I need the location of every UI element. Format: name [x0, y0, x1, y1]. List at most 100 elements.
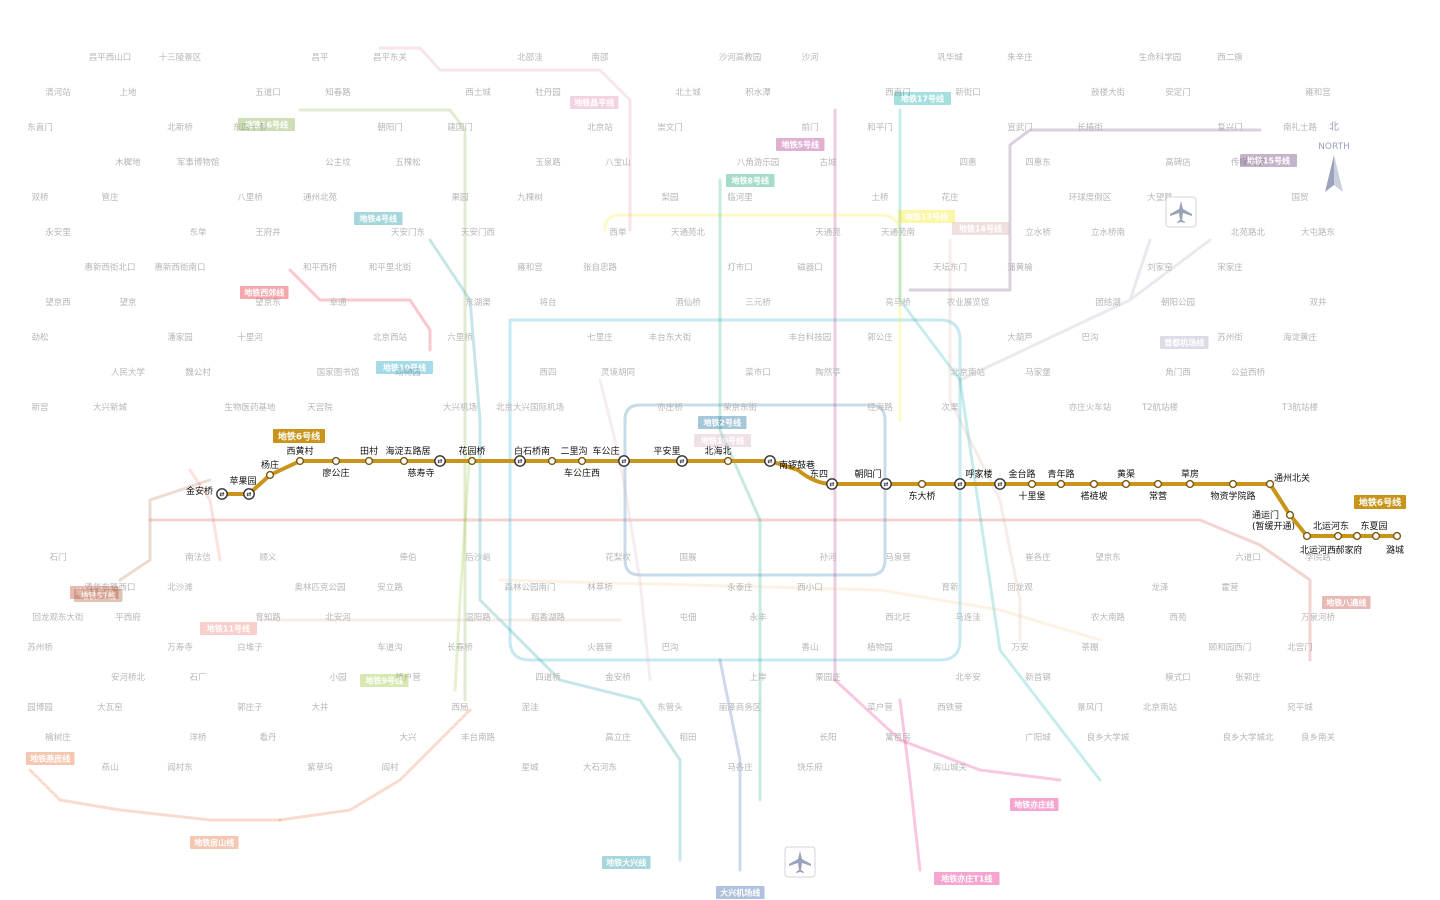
line-badge[interactable]: 地铁燕房线: [26, 752, 75, 765]
line-badge[interactable]: 地铁1号线: [70, 586, 119, 599]
line-badge[interactable]: 大兴机场线: [716, 886, 765, 899]
line-badge-label: 地铁2号线: [703, 418, 741, 428]
line-badge[interactable]: 地铁17号线: [894, 92, 951, 105]
station[interactable]: ⇄慈寿寺: [407, 455, 446, 479]
station-label: 十里堡: [1018, 490, 1045, 502]
line-badge[interactable]: 地铁5号线: [776, 138, 825, 151]
line-badge[interactable]: 地铁S1线: [74, 589, 123, 602]
station-label: 东四: [810, 468, 828, 480]
line-badge[interactable]: 地铁16号线: [238, 118, 295, 131]
station[interactable]: ⇄东四: [810, 468, 838, 490]
bg-station-label: 万泉河桥: [1301, 612, 1336, 623]
station[interactable]: 二里沟: [547, 445, 588, 466]
station[interactable]: ⇄平安里: [653, 445, 688, 467]
station[interactable]: 廖公庄: [322, 456, 350, 479]
station[interactable]: ⇄呼家楼: [954, 468, 993, 490]
bg-line-yanfang: [28, 768, 282, 822]
station[interactable]: ⇄金安桥: [186, 485, 228, 500]
bg-station-label: 复兴门: [1217, 122, 1243, 133]
line-badge[interactable]: 地铁10号线: [376, 361, 433, 374]
station[interactable]: 东夏园: [1360, 520, 1388, 541]
bg-station-label: 积水潭: [745, 87, 771, 98]
station-marker: [1392, 531, 1402, 541]
line-6-badge-west[interactable]: 地铁6号线: [273, 429, 325, 443]
station[interactable]: 海淀五路居: [385, 445, 431, 466]
station[interactable]: 北海北: [704, 445, 733, 466]
station[interactable]: 车公庄西: [564, 456, 600, 479]
station[interactable]: ⇄朝阳门: [854, 468, 892, 490]
bg-station-label: 惠新西街北口: [84, 262, 135, 273]
bg-station-label: 国展: [679, 553, 697, 563]
station[interactable]: 通州北关: [1265, 472, 1310, 489]
station[interactable]: 草房: [1181, 468, 1199, 489]
station[interactable]: 物资学院路: [1210, 479, 1256, 502]
station[interactable]: 青年路: [1047, 468, 1075, 489]
bg-station-label: 北京南站: [951, 367, 986, 378]
station[interactable]: ⇄苹果园: [229, 475, 257, 500]
line-badge[interactable]: 地铁亦庄T1线: [934, 872, 1000, 885]
bg-line-daxing-airport: [718, 658, 742, 872]
bg-station-label: 郭庄子: [237, 702, 263, 713]
line-badge[interactable]: 首都机场线: [1160, 336, 1209, 349]
line-badge[interactable]: 地铁14号线: [952, 222, 1009, 235]
station[interactable]: 田村: [360, 445, 378, 466]
bg-station-label: 惠新西街南口: [154, 262, 205, 273]
bg-station-label: 燕山: [101, 762, 118, 773]
line-badge-label: 地铁亦庄线: [1014, 800, 1054, 810]
line-badge[interactable]: 地铁2号线: [698, 416, 747, 429]
line-badge[interactable]: 地铁4号线: [354, 212, 403, 225]
bg-line-10: [508, 318, 962, 662]
bg-station-label: 马家堡: [1025, 367, 1051, 378]
bg-station-label: 金安桥: [605, 672, 631, 683]
station-label: 西黄村: [286, 445, 313, 457]
station[interactable]: 北运河东: [1313, 520, 1349, 541]
bg-station-label: 孙河: [819, 552, 837, 563]
line-badge[interactable]: 地铁昌平线: [570, 96, 619, 109]
line-badge[interactable]: 地铁八通线: [1322, 596, 1371, 609]
line-badge[interactable]: 地铁9号线: [360, 674, 409, 687]
station[interactable]: 褡裢坡: [1080, 479, 1108, 502]
station-marker: [1265, 479, 1275, 489]
station[interactable]: ⇄南锣鼓巷: [764, 455, 815, 471]
line-badge[interactable]: 地铁11号线: [200, 622, 257, 635]
station[interactable]: 常营: [1149, 479, 1167, 502]
line-badge[interactable]: 地铁大兴线: [602, 856, 651, 869]
station[interactable]: 郝家府: [1335, 531, 1363, 556]
station[interactable]: 杨庄: [261, 459, 279, 480]
bg-station-label: 九棵树: [517, 192, 543, 203]
station[interactable]: 西黄村: [286, 445, 314, 466]
bg-station-label: 丰台东大街: [649, 332, 692, 343]
station[interactable]: ⇄白石桥南: [514, 445, 550, 467]
line-badge[interactable]: 地铁15号线: [1240, 154, 1297, 167]
station-label: 通运门: [1252, 509, 1279, 521]
line-6-badge-east[interactable]: 地铁6号线: [1354, 495, 1406, 509]
line-badge[interactable]: 地铁13号线: [898, 210, 955, 223]
bg-station-label: 张郭庄: [1235, 672, 1261, 683]
station[interactable]: ⇄车公庄: [592, 445, 630, 467]
station[interactable]: 潞城: [1386, 531, 1404, 556]
line-badge[interactable]: 地铁房山线: [190, 836, 239, 849]
station[interactable]: 通运门(暂缓开通): [1252, 509, 1295, 532]
station[interactable]: ⇄金台路: [994, 468, 1036, 490]
line-badge[interactable]: 地铁亦庄线: [1010, 798, 1059, 811]
station[interactable]: 东大桥: [908, 479, 936, 502]
bg-station-label: 崔各庄: [1025, 552, 1051, 563]
bg-station-label: 长阳: [819, 732, 836, 743]
bg-station-label: 森林公园南门: [504, 582, 555, 593]
line-badge[interactable]: 地铁19号线: [694, 434, 751, 447]
station[interactable]: 花园桥: [458, 445, 486, 466]
transfer-station-marker: [954, 478, 966, 490]
line-badge[interactable]: 地铁西郊线: [240, 286, 289, 299]
station[interactable]: 十里堡: [1018, 479, 1046, 502]
bg-station-label: 植物园: [867, 642, 893, 653]
bg-station-label: 新首钢: [1025, 672, 1051, 683]
line-badge[interactable]: 地铁8号线: [726, 174, 775, 187]
bg-station-label: 北邵洼: [517, 52, 543, 63]
bg-station-label: 榆树庄: [45, 732, 71, 743]
station[interactable]: 北运河西: [1300, 531, 1336, 556]
bg-station-label: 育新: [941, 582, 959, 593]
bg-station-label: 次渠: [941, 402, 959, 413]
transfer-station-marker: [243, 488, 255, 500]
station[interactable]: 黄渠: [1117, 468, 1135, 489]
